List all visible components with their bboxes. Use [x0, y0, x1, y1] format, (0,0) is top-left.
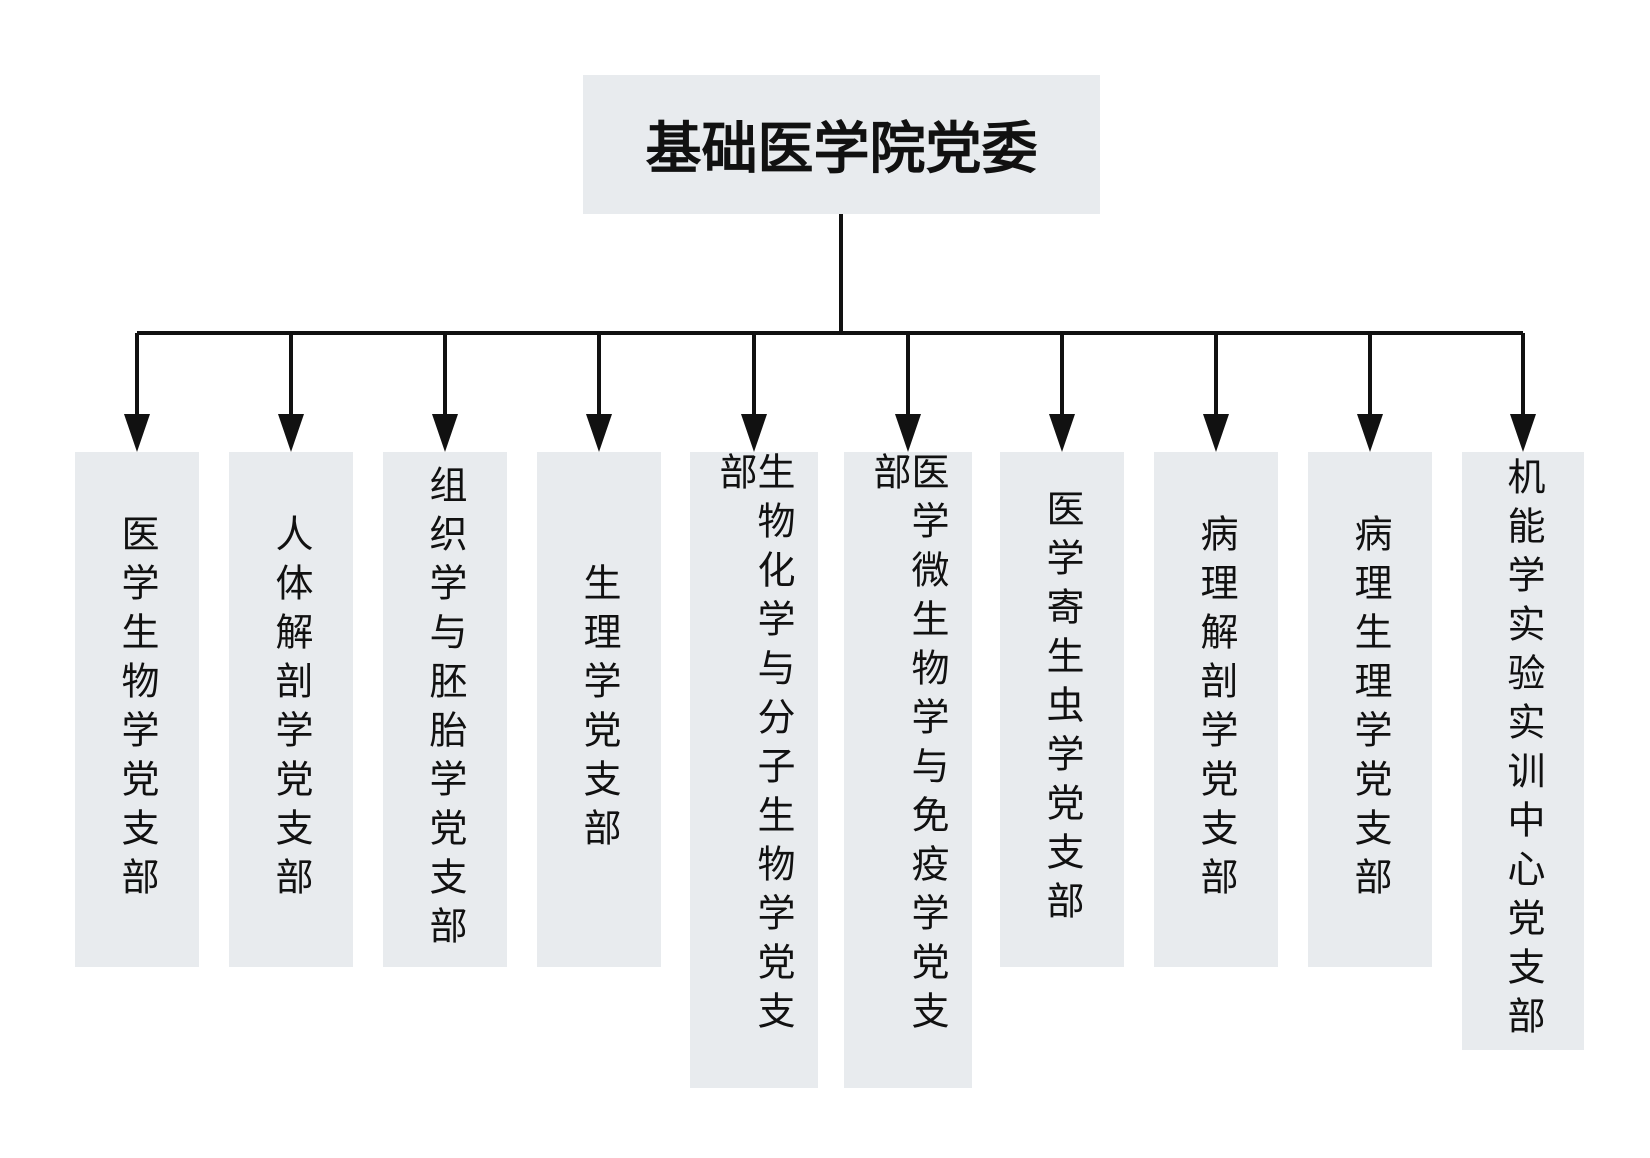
arrowhead-icon: [432, 414, 458, 452]
arrowhead-icon: [278, 414, 304, 452]
arrowhead-icon: [1049, 414, 1075, 452]
branch-node: 组织学与胚胎学党支部: [383, 452, 507, 967]
branch-label: 组织学与胚胎学党支部: [423, 464, 467, 955]
root-title: 基础医学院党委: [645, 117, 1038, 182]
arrowhead-icon: [1510, 414, 1536, 452]
branch-label: 医学生物学党支部: [115, 513, 159, 906]
root-node: 基础医学院党委: [583, 75, 1100, 214]
branch-label: 医学寄生虫学党支部: [1040, 489, 1084, 930]
branch-node: 生物化学与分子生物学党支部: [690, 452, 818, 1088]
arrowhead-icon: [895, 414, 921, 452]
branch-label: 生物化学与分子生物学党支部: [713, 452, 795, 1040]
branch-node: 病理解剖学党支部: [1154, 452, 1278, 967]
branch-label: 人体解剖学党支部: [269, 513, 313, 906]
arrowhead-icon: [124, 414, 150, 452]
branch-label: 机能学实验实训中心党支部: [1501, 457, 1545, 1045]
branch-node: 医学寄生虫学党支部: [1000, 452, 1124, 967]
branch-node: 人体解剖学党支部: [229, 452, 353, 967]
arrowhead-icon: [1203, 414, 1229, 452]
branch-label: 医学微生物学与免疫学党支部: [867, 452, 949, 1040]
branch-node: 医学微生物学与免疫学党支部: [844, 452, 972, 1088]
branch-label: 病理生理学党支部: [1348, 513, 1392, 906]
branch-node: 机能学实验实训中心党支部: [1462, 452, 1584, 1050]
arrowhead-icon: [586, 414, 612, 452]
branch-label: 病理解剖学党支部: [1194, 513, 1238, 906]
branch-node: 医学生物学党支部: [75, 452, 199, 967]
branch-node: 生理学党支部: [537, 452, 661, 967]
branch-label: 生理学党支部: [577, 562, 621, 857]
arrowhead-icon: [741, 414, 767, 452]
branch-node: 病理生理学党支部: [1308, 452, 1432, 967]
arrowhead-icon: [1357, 414, 1383, 452]
